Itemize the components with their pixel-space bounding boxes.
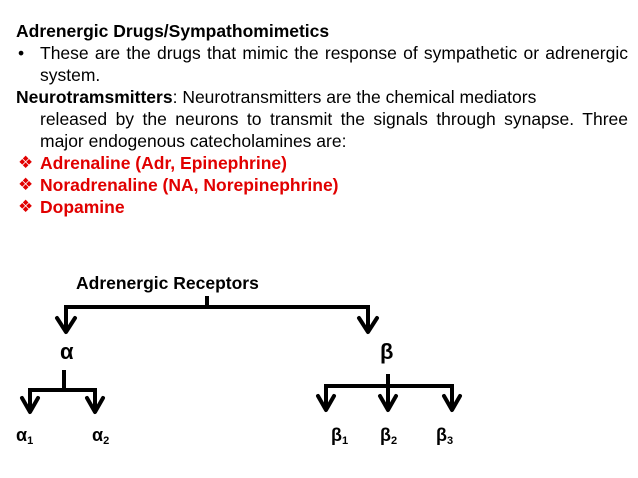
alpha-arrowhead-icon xyxy=(55,316,77,334)
text-block: Adrenergic Drugs/Sympathomimetics • Thes… xyxy=(16,20,628,218)
diamond-bullet-icon: ❖ xyxy=(18,197,34,216)
beta2-label: β2 xyxy=(380,425,398,447)
diagram-title: Adrenergic Receptors xyxy=(76,273,259,293)
beta-label: β xyxy=(380,339,394,364)
catecholamine-label: Dopamine xyxy=(40,197,125,217)
definition-paragraph: Neurotramsmitters: Neurotransmitters are… xyxy=(16,86,628,108)
definition-colon: : xyxy=(172,87,178,107)
alpha-label: α xyxy=(60,339,74,364)
beta2-arrowhead-icon xyxy=(378,394,398,412)
beta-arrowhead-icon xyxy=(357,316,379,334)
diamond-bullet-icon: ❖ xyxy=(18,175,34,194)
diamond-bullet-icon: ❖ xyxy=(18,153,34,172)
beta1-label: β1 xyxy=(331,425,349,447)
alpha2-arrowhead-icon xyxy=(85,396,105,414)
catecholamine-label: Adrenaline (Adr, Epinephrine) xyxy=(40,153,287,173)
catecholamine-label: Noradrenaline (NA, Norepinephrine) xyxy=(40,175,339,195)
catecholamine-item: ❖ Adrenaline (Adr, Epinephrine) xyxy=(16,152,628,174)
beta3-label: β3 xyxy=(436,425,454,447)
beta1-arrowhead-icon xyxy=(316,394,336,412)
alpha1-label: α1 xyxy=(16,425,34,447)
definition-term: Neurotramsmitters xyxy=(16,87,173,107)
slide-title: Adrenergic Drugs/Sympathomimetics xyxy=(16,21,330,41)
catecholamine-item: ❖ Noradrenaline (NA, Norepinephrine) xyxy=(16,174,628,196)
definition-continuation: released by the neurons to transmit the … xyxy=(40,109,628,151)
bullet-text: These are the drugs that mimic the respo… xyxy=(40,43,628,85)
alpha1-arrowhead-icon xyxy=(20,396,40,414)
bullet-dot-icon: • xyxy=(18,43,25,63)
beta3-arrowhead-icon xyxy=(442,394,462,412)
bullet-item: • These are the drugs that mimic the res… xyxy=(16,42,628,86)
catecholamine-item: ❖ Dopamine xyxy=(16,196,628,218)
definition-text-line1: Neurotransmitters are the chemical media… xyxy=(177,87,537,107)
alpha2-label: α2 xyxy=(92,425,110,447)
